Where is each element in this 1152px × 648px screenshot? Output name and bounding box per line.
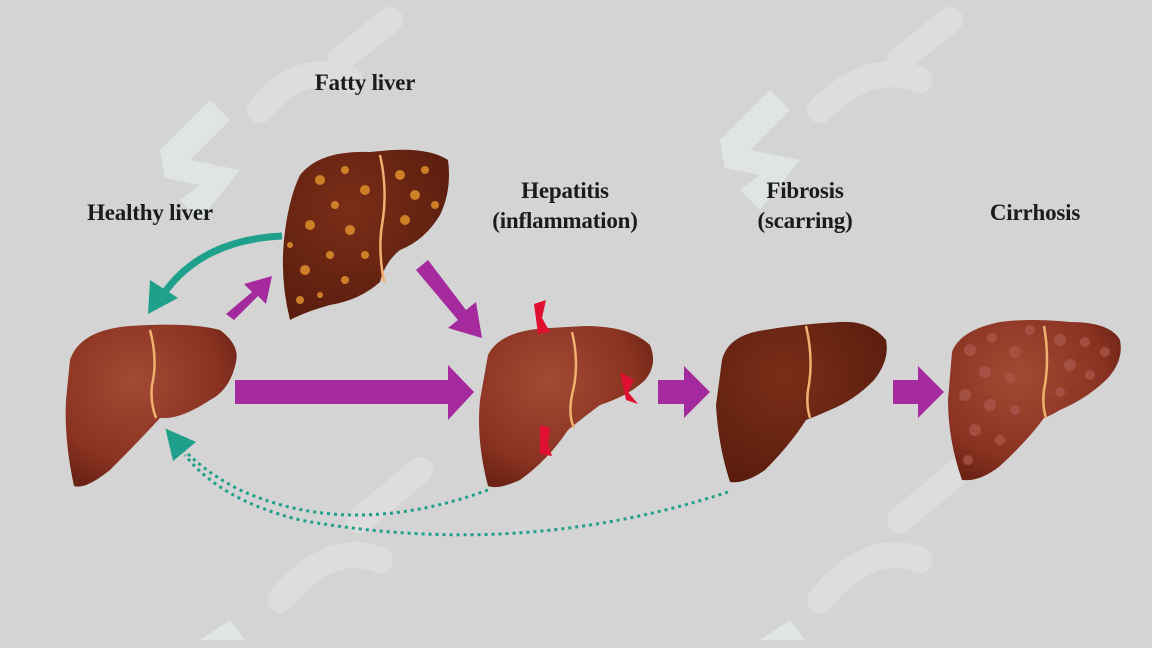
- healthy-liver-illustration: [65, 324, 237, 487]
- watermark: [160, 7, 973, 640]
- fibrosis-liver-illustration: [716, 321, 887, 483]
- healthy-liver-label: Healthy liver: [87, 200, 213, 225]
- watermark-logo-icon: [160, 90, 805, 640]
- fibrosis-to-cirrhosis-arrow: [893, 366, 944, 418]
- fibrosis-label-line2: (scarring): [757, 208, 853, 233]
- fatty-liver-label: Fatty liver: [314, 70, 416, 95]
- fibrosis-label: Fibrosis (scarring): [730, 176, 880, 236]
- hepatitis-to-fibrosis-arrow: [658, 366, 710, 418]
- progression-arrows: [226, 260, 944, 420]
- hepatitis-label: Hepatitis (inflammation): [470, 176, 660, 236]
- fibrosis-label-line1: Fibrosis: [766, 178, 844, 203]
- fatty-to-hepatitis-arrow: [416, 260, 482, 338]
- hepatitis-label-line1: Hepatitis: [521, 178, 609, 203]
- fatty-to-healthy-arrow: [148, 232, 283, 314]
- hepatitis-label-line2: (inflammation): [492, 208, 638, 233]
- fat-deposits: [287, 166, 439, 304]
- fatty-liver-illustration: [282, 149, 449, 320]
- hepatitis-to-healthy-dotted-arrow: [165, 428, 489, 517]
- cirrhosis-label: Cirrhosis: [989, 200, 1081, 225]
- fibrosis-to-healthy-dotted-arrow: [183, 454, 729, 537]
- cirrhosis-nodules: [959, 325, 1110, 465]
- reversal-arrows: [165, 428, 729, 537]
- cirrhosis-liver-illustration: [948, 320, 1121, 481]
- healthy-to-hepatitis-arrow: [235, 365, 474, 420]
- healthy-to-fatty-arrow: [226, 276, 272, 320]
- inflammation-marks: [534, 300, 638, 456]
- hepatitis-liver-illustration: [479, 300, 654, 488]
